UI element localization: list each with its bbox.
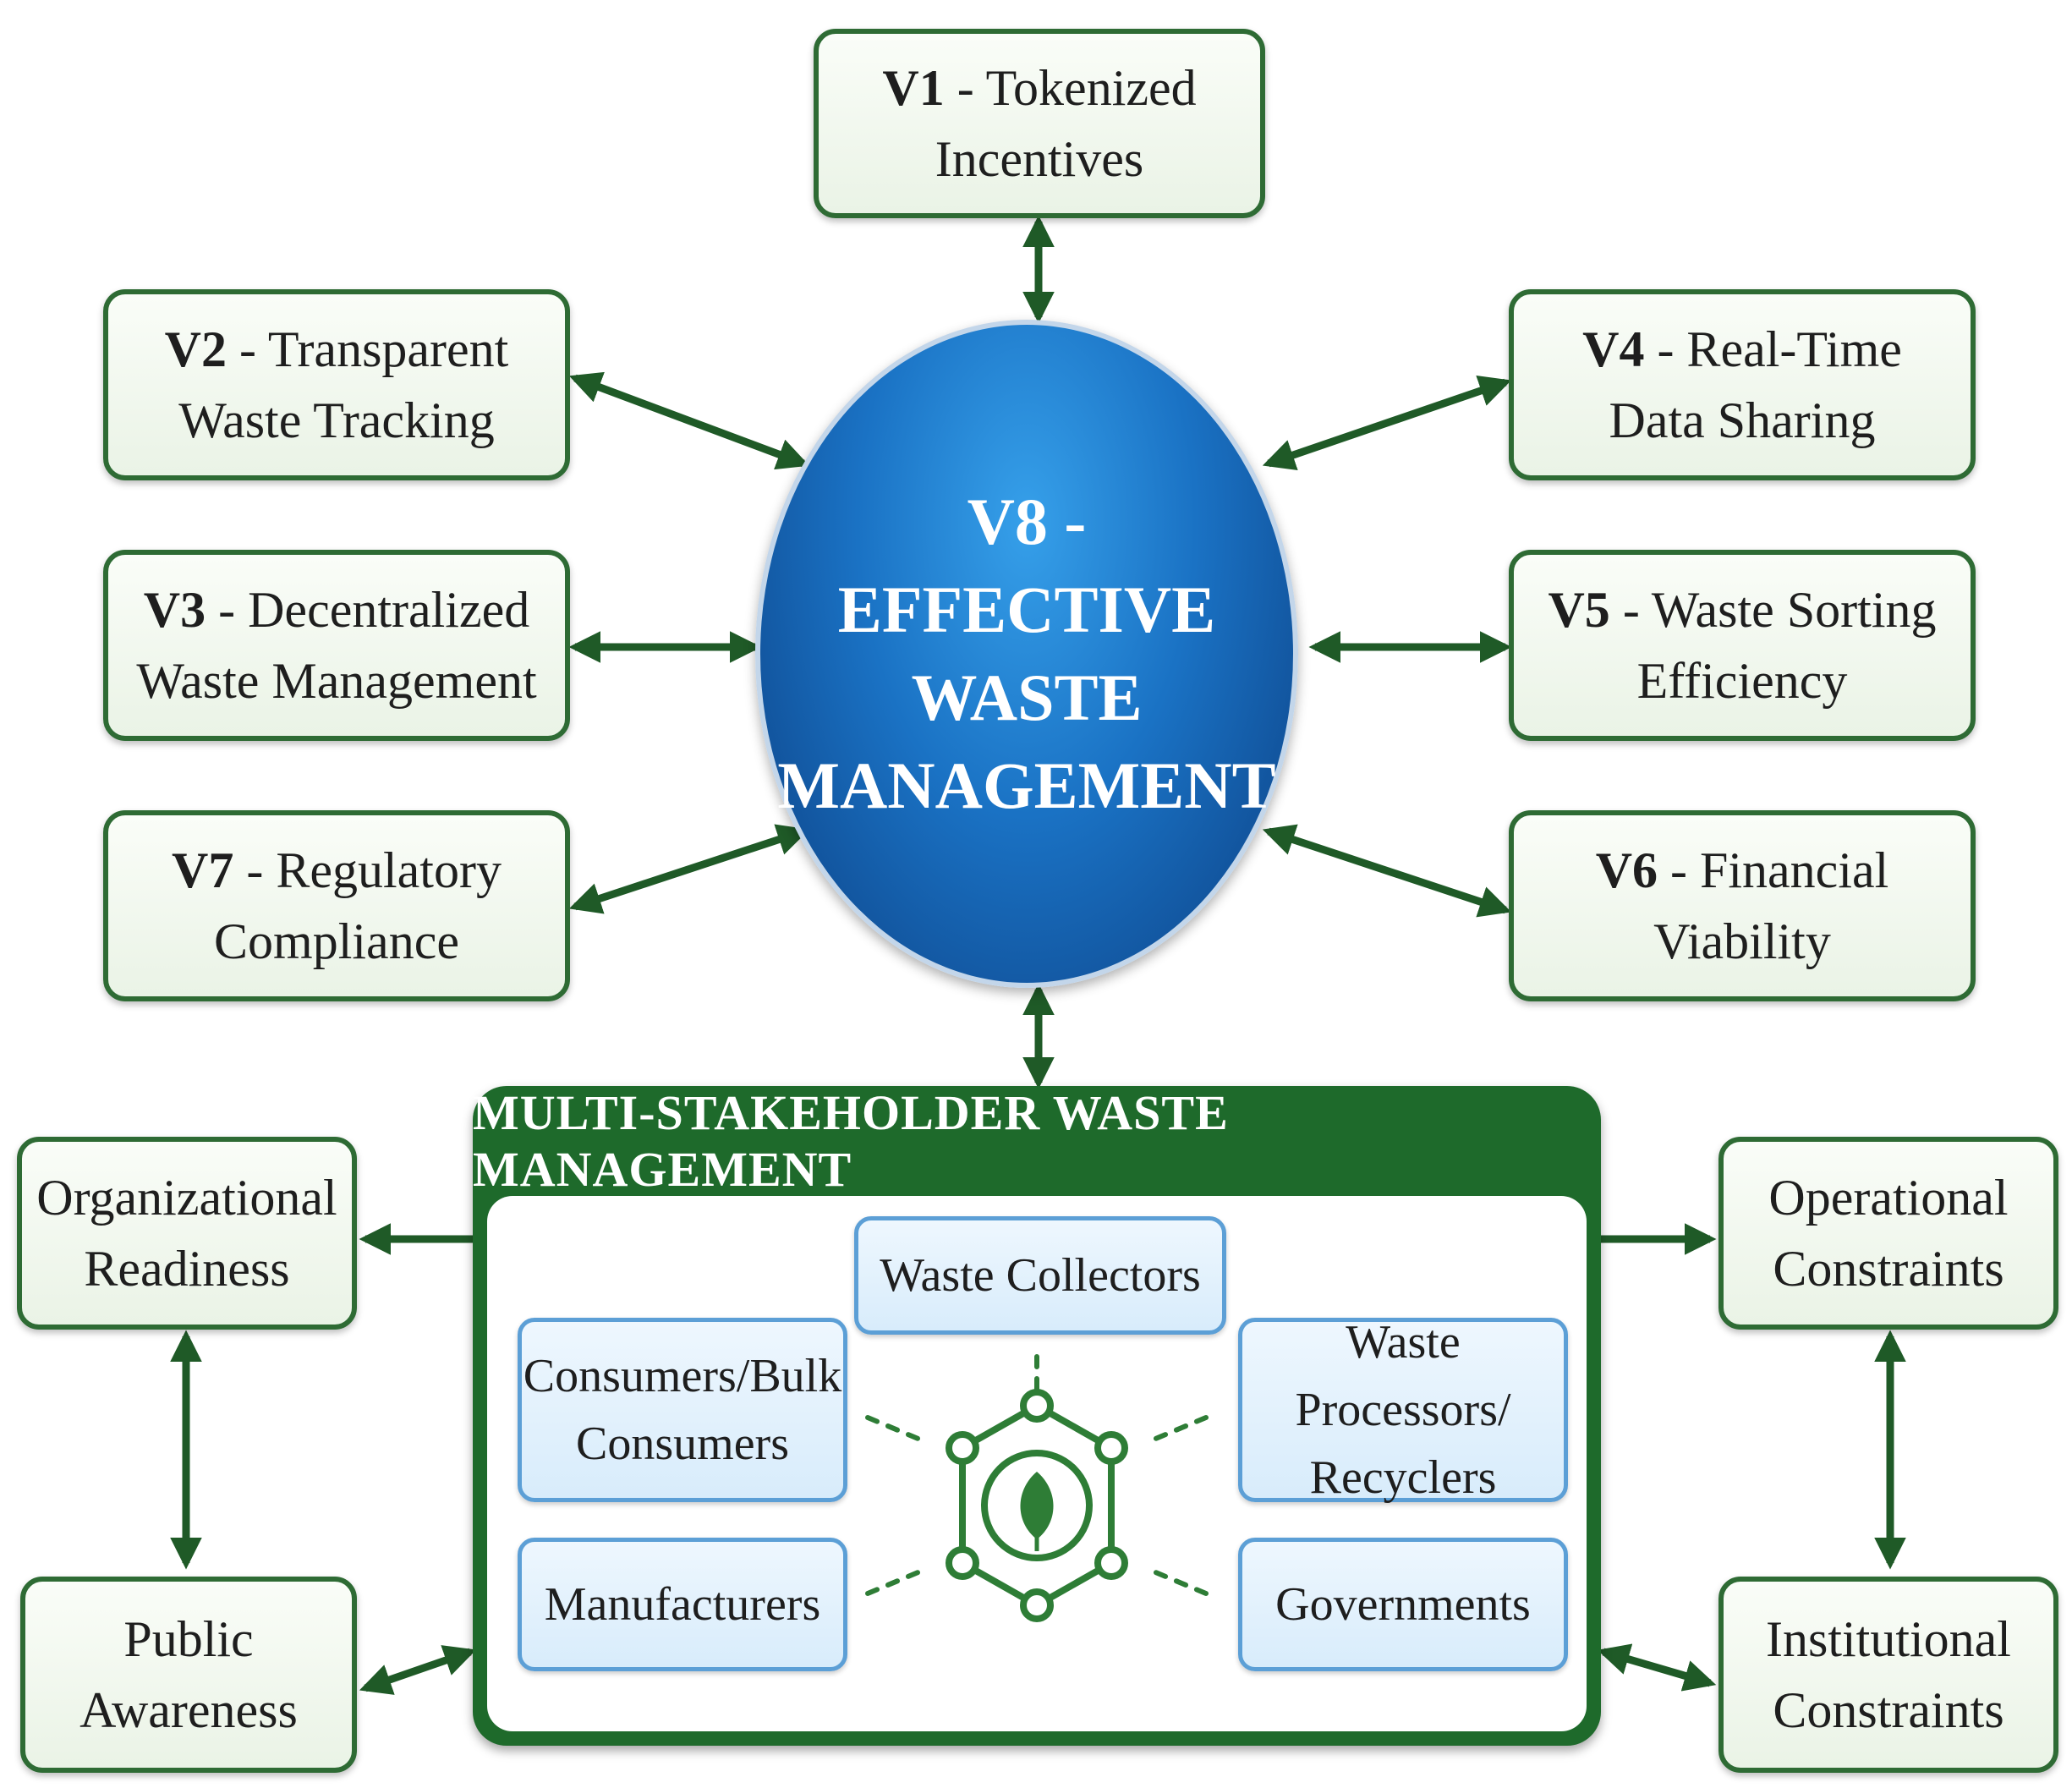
variable-label-line2: Waste Tracking (178, 392, 495, 448)
variable-label-line2: Compliance (214, 913, 459, 969)
factor-label-line2: Awareness (79, 1682, 298, 1738)
variable-code: V3 (143, 582, 206, 638)
stakeholder-manufacturers: Manufacturers (518, 1538, 847, 1671)
variable-label: - Financial (1658, 842, 1889, 898)
variable-label: - Regulatory (233, 842, 502, 898)
factor-institutional-constraints: Institutional Constraints (1718, 1577, 2058, 1773)
stakeholder-consumers: Consumers/Bulk Consumers (518, 1318, 847, 1502)
hub-effective-waste-management: V8 - EFFECTIVE WASTE MANAGEMENT (755, 320, 1298, 988)
stakeholder-label-line2: Consumers (576, 1418, 789, 1470)
multi-stakeholder-panel: MULTI-STAKEHOLDER WASTE MANAGEMENT (473, 1085, 1601, 1746)
factor-label-line2: Readiness (84, 1241, 290, 1297)
stakeholder-label: Waste Collectors (880, 1249, 1201, 1302)
hub-line-3: WASTE (911, 661, 1143, 734)
variable-label: - Decentralized (206, 582, 530, 638)
arrow-v7-hub (568, 824, 810, 914)
variable-box-v1: V1 - Tokenized Incentives (814, 29, 1265, 218)
variable-label-line2: Efficiency (1636, 653, 1848, 709)
variable-box-v4: V4 - Real-Time Data Sharing (1509, 289, 1976, 480)
variable-label-line2: Viability (1653, 913, 1831, 969)
hub-line-4: MANAGEMENT (777, 749, 1276, 822)
arrow-ms-institutional (1597, 1643, 1717, 1692)
factor-label: Institutional (1766, 1611, 2011, 1667)
stakeholder-label: Consumers/Bulk (523, 1350, 842, 1402)
factor-label: Organizational (36, 1170, 337, 1226)
arrow-v4-hub (1262, 375, 1512, 471)
factor-operational-constraints: Operational Constraints (1718, 1137, 2058, 1330)
stakeholder-label: Manufacturers (544, 1578, 821, 1631)
variable-code: V4 (1582, 321, 1645, 377)
factor-organizational-readiness: Organizational Readiness (17, 1137, 357, 1330)
factor-label-line2: Constraints (1773, 1682, 2004, 1738)
variable-code: V6 (1595, 842, 1658, 898)
variable-label: - Transparent (227, 321, 509, 377)
stakeholder-label: Waste Processors/ (1295, 1316, 1511, 1436)
arrow-public-ms (359, 1645, 477, 1695)
variable-label-line2: Data Sharing (1609, 392, 1876, 448)
hub-line-2: EFFECTIVE (837, 573, 1216, 646)
factor-public-awareness: Public Awareness (20, 1577, 357, 1773)
variable-code: V2 (164, 321, 227, 377)
variable-label: - Real-Time (1644, 321, 1902, 377)
multi-stakeholder-title: MULTI-STAKEHOLDER WASTE MANAGEMENT (473, 1085, 1229, 1197)
factor-label: Operational (1768, 1170, 2009, 1226)
variable-label-line2: Waste Management (136, 653, 537, 709)
variable-code: V1 (882, 60, 945, 116)
arrow-v2-hub (568, 371, 810, 470)
multi-stakeholder-inner: Waste Collectors Consumers/Bulk Consumer… (487, 1196, 1587, 1731)
factor-label: Public (123, 1611, 254, 1667)
variable-code: V5 (1548, 582, 1610, 638)
variable-label: - Tokenized (944, 60, 1197, 116)
variable-label: - Waste Sorting (1609, 582, 1937, 638)
variable-label-line2: Incentives (935, 131, 1144, 187)
variable-box-v7: V7 - Regulatory Compliance (103, 810, 570, 1001)
leaf-network-icon (865, 1354, 1209, 1622)
stakeholder-label-line2: Recyclers (1309, 1451, 1497, 1504)
stakeholder-governments: Governments (1238, 1538, 1568, 1671)
factor-label-line2: Constraints (1773, 1241, 2004, 1297)
variable-box-v3: V3 - Decentralized Waste Management (103, 550, 570, 741)
stakeholder-label: Governments (1275, 1578, 1531, 1631)
stakeholder-waste-collectors: Waste Collectors (854, 1216, 1226, 1335)
variable-box-v5: V5 - Waste Sorting Efficiency (1509, 550, 1976, 741)
hub-line-1: V8 - (967, 485, 1087, 558)
variable-box-v2: V2 - Transparent Waste Tracking (103, 289, 570, 480)
variable-box-v6: V6 - Financial Viability (1509, 810, 1976, 1001)
variable-code: V7 (172, 842, 234, 898)
stakeholder-waste-processors: Waste Processors/ Recyclers (1238, 1316, 1568, 1504)
arrow-v6-hub (1262, 824, 1512, 918)
